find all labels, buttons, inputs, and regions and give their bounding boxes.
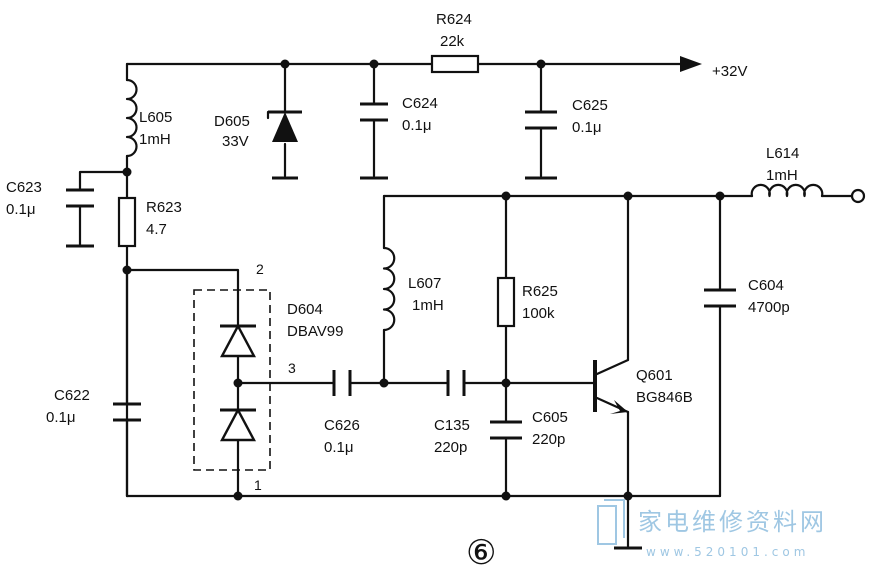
l605-value: 1mH	[139, 131, 171, 148]
r624-ref: R624	[436, 11, 472, 28]
supply-arrow-icon	[680, 56, 702, 72]
c626-ref: C626	[324, 417, 360, 434]
capacitor-c626	[332, 370, 352, 396]
pin-3-label: 3	[288, 360, 296, 376]
capacitor-c622	[113, 402, 141, 498]
r625-ref: R625	[522, 283, 558, 300]
diode-pair-d604	[193, 289, 271, 471]
c625-ref: C625	[572, 97, 608, 114]
l614-ref: L614	[766, 145, 799, 162]
c604-value: 4700p	[748, 299, 790, 316]
r625-value: 100k	[522, 305, 555, 322]
output-terminal	[850, 188, 866, 204]
l607-value: 1mH	[412, 297, 444, 314]
wires	[78, 62, 854, 550]
capacitor-c604	[704, 288, 736, 308]
pin-1-label: 1	[254, 477, 262, 493]
supply-label: +32V	[712, 63, 747, 80]
r623-value: 4.7	[146, 221, 167, 238]
c604-ref: C604	[748, 277, 784, 294]
inductor-l607	[382, 246, 396, 332]
zener-diode-d605	[266, 110, 302, 180]
inductor-l605	[125, 78, 138, 158]
watermark-title: 家电维修资料网	[638, 508, 827, 536]
transistor-q601	[593, 358, 630, 414]
c605-value: 220p	[532, 431, 565, 448]
watermark-url: www.520101.com	[646, 545, 809, 559]
c626-value: 0.1μ	[324, 439, 354, 456]
c605-ref: C605	[532, 409, 568, 426]
c622-value: 0.1μ	[46, 409, 76, 426]
resistor-r623	[117, 196, 137, 248]
c624-value: 0.1μ	[402, 117, 432, 134]
q601-ref: Q601	[636, 367, 673, 384]
c135-value: 220p	[434, 439, 467, 456]
capacitor-c625	[525, 110, 557, 180]
pin-2-label: 2	[256, 261, 264, 277]
capacitor-c605	[490, 420, 522, 440]
c135-ref: C135	[434, 417, 470, 434]
watermark: 家电维修资料网 www.520101.com	[597, 499, 827, 559]
d605-ref: D605	[214, 113, 250, 130]
q601-value: BG846B	[636, 389, 693, 406]
capacitor-c624	[360, 102, 388, 180]
r623-ref: R623	[146, 199, 182, 216]
d605-value: 33V	[222, 133, 249, 150]
inductor-l614	[750, 183, 824, 198]
l605-ref: L605	[139, 109, 172, 126]
d604-ref: D604	[287, 301, 323, 318]
figure-number: ⑥	[466, 534, 496, 572]
r624-value: 22k	[440, 33, 465, 50]
d604-value: DBAV99	[287, 323, 343, 340]
c623-ref: C623	[6, 179, 42, 196]
c623-value: 0.1μ	[6, 201, 36, 218]
watermark-logo-icon	[597, 499, 625, 545]
c622-ref: C622	[54, 387, 90, 404]
resistor-r624	[430, 54, 480, 74]
l614-value: 1mH	[766, 167, 798, 184]
resistor-r625	[496, 276, 516, 328]
capacitor-c623	[66, 188, 94, 248]
c625-value: 0.1μ	[572, 119, 602, 136]
capacitor-c135	[446, 370, 466, 396]
l607-ref: L607	[408, 275, 441, 292]
c624-ref: C624	[402, 95, 438, 112]
